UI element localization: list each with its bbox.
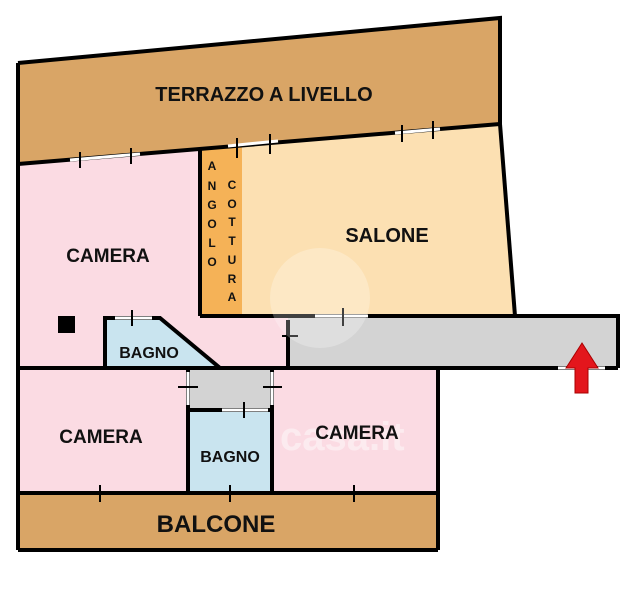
terrace-area [18, 18, 500, 164]
entrance-arrow-icon [565, 342, 599, 394]
pillar [58, 316, 75, 333]
svg-text:O: O [227, 197, 236, 211]
bath-bottom-area [188, 410, 272, 493]
hall-area [188, 368, 272, 410]
svg-text:A: A [228, 290, 237, 304]
svg-text:L: L [208, 236, 215, 250]
door-markers [79, 121, 434, 502]
svg-text:T: T [228, 215, 236, 229]
svg-text:R: R [228, 272, 237, 286]
label-bedroom-bottom-left: CAMERA [59, 427, 143, 448]
label-living: SALONE [345, 225, 428, 247]
svg-text:G: G [207, 198, 216, 212]
label-balcony: BALCONE [157, 511, 276, 538]
label-bedroom-bottom-right: CAMERA [315, 423, 399, 444]
bedroom-bottom-left-area [18, 368, 188, 493]
svg-text:T: T [228, 234, 236, 248]
balcony-area [18, 493, 438, 550]
label-bath-top: BAGNO [119, 345, 179, 362]
svg-text:O: O [207, 217, 216, 231]
label-bedroom-top: CAMERA [66, 246, 150, 267]
label-kitchen-angolo: A N G O L O [207, 159, 216, 269]
svg-text:U: U [228, 253, 237, 267]
watermark-text: casa.it [280, 415, 405, 459]
label-bath-bottom: BAGNO [200, 449, 260, 466]
svg-text:C: C [228, 178, 237, 192]
svg-text:N: N [208, 179, 217, 193]
svg-text:O: O [207, 255, 216, 269]
kitchen-area [200, 145, 242, 316]
living-room-area [200, 124, 515, 316]
svg-text:A: A [208, 159, 217, 173]
watermark-logo [270, 248, 370, 348]
label-kitchen-cottura: C O T T U R A [227, 178, 236, 304]
bedroom-top-area [18, 148, 288, 368]
bedroom-bottom-right-area [272, 368, 438, 493]
label-terrace: TERRAZZO A LIVELLO [155, 84, 372, 106]
